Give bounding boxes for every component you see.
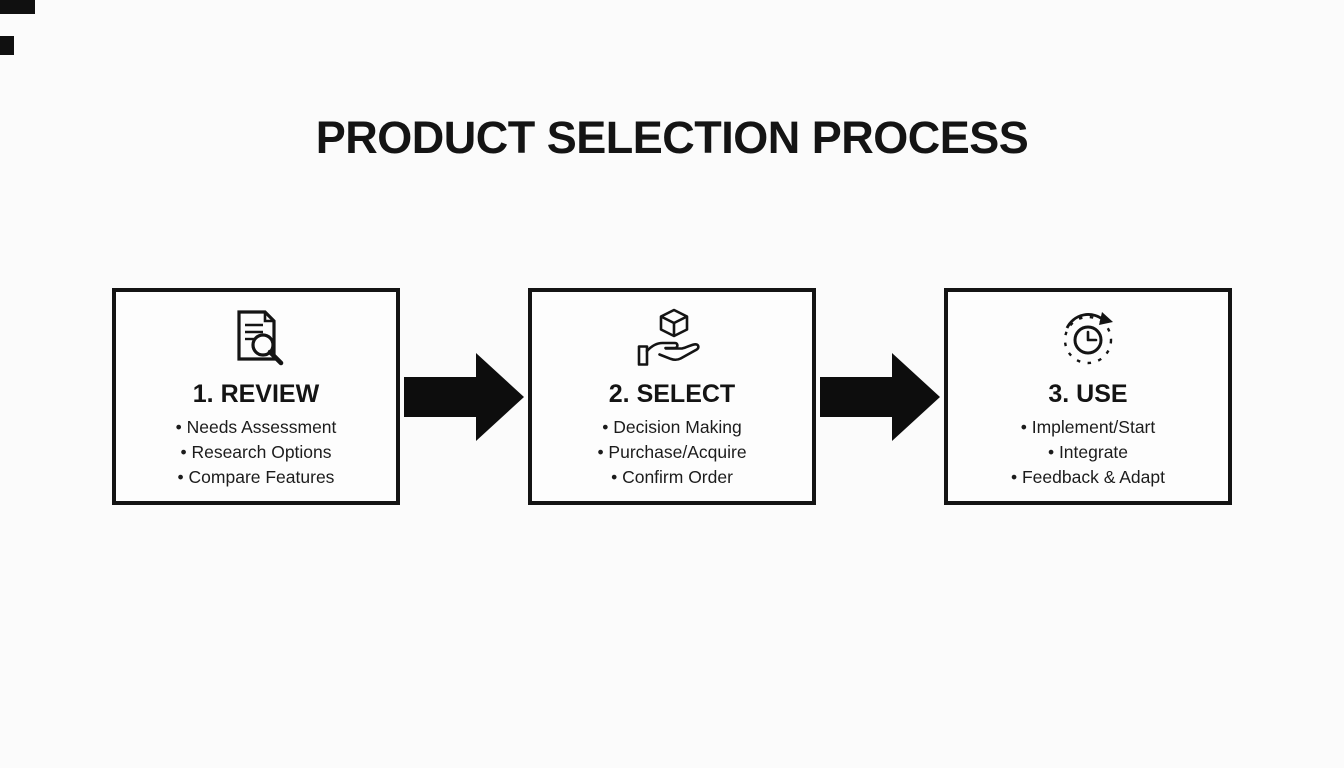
clock-cycle-icon [1052,304,1124,376]
step-item: • Compare Features [177,467,335,487]
step-item: • Feedback & Adapt [1010,467,1165,487]
step-items: • Implement/Start • Integrate • Feedback… [1011,415,1165,490]
step-item: • Purchase/Acquire [597,442,747,462]
step-heading: 1. REVIEW [192,380,320,408]
step-item: • Decision Making [602,417,742,437]
step-item: • Research Options [180,442,332,462]
scan-artifact [0,36,14,55]
step-items: • Decision Making • Purchase/Acquire • C… [597,415,746,490]
step-item: • Integrate [1047,442,1129,462]
arrow-right-icon [816,352,944,441]
step-box-review: 1. REVIEW • Needs Assessment • Research … [112,288,400,505]
arrow-head [892,352,940,441]
step-item: • Needs Assessment [175,417,337,437]
step-box-select: 2. SELECT • Decision Making • Purchase/A… [528,288,816,505]
step-item: • Implement/Start [1020,417,1156,437]
step-item: • Confirm Order [611,467,733,487]
step-items: • Needs Assessment • Research Options • … [176,415,337,490]
arrow-body [820,376,892,417]
page-title: PRODUCT SELECTION PROCESS [315,112,1029,163]
document-search-icon [220,304,292,376]
arrow-body [404,376,476,417]
hand-holding-box-icon [630,304,714,376]
step-heading: 2. SELECT [608,380,736,408]
scan-artifact [0,0,35,14]
step-heading: 3. USE [1048,380,1128,408]
process-flow: 1. REVIEW • Needs Assessment • Research … [0,288,1344,505]
step-box-use: 3. USE • Implement/Start • Integrate • F… [944,288,1232,505]
arrow-right-icon [400,352,528,441]
arrow-head [476,352,524,441]
